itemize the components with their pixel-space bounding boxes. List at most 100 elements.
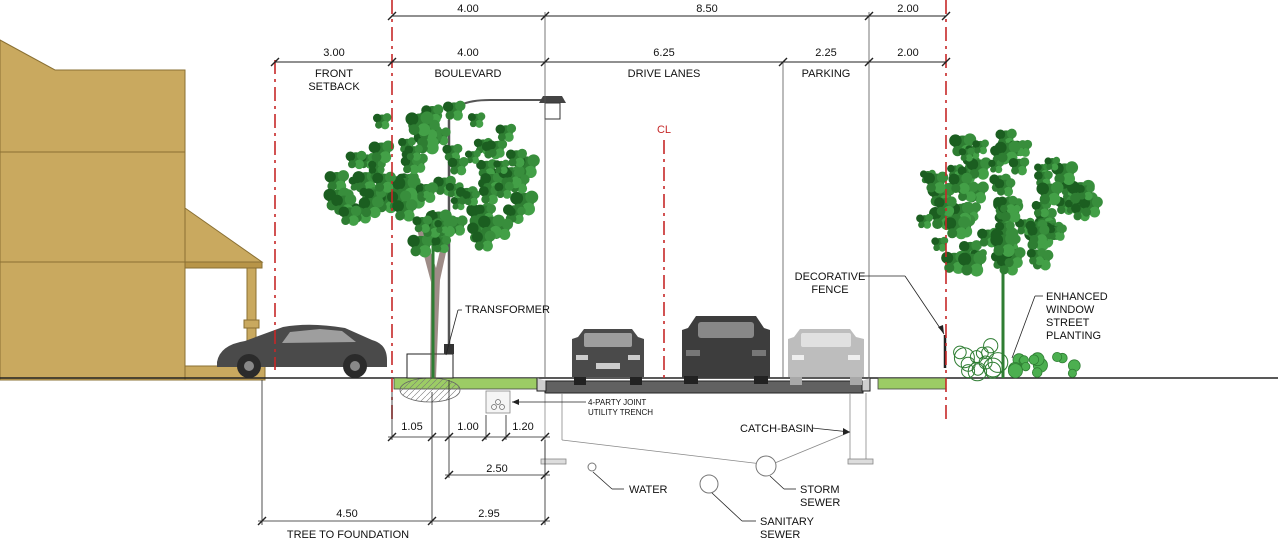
- foliage-cluster: [447, 157, 469, 176]
- foliage-cluster: [434, 219, 451, 234]
- foliage-cluster: [1026, 248, 1047, 266]
- shrub-leaf: [1052, 351, 1063, 362]
- foliage-cluster: [1036, 181, 1064, 206]
- dim-120: 1.20: [512, 421, 533, 433]
- foliage-cluster: [467, 112, 486, 128]
- dim-drive-lanes: 6.25: [653, 47, 674, 59]
- tree-root-ball: [399, 377, 461, 403]
- foliage-cluster: [994, 178, 1016, 197]
- foliage-cluster: [368, 140, 395, 164]
- foliage-cluster: [407, 233, 435, 258]
- water-pipe: [587, 462, 597, 472]
- centerline-label: CL: [657, 124, 671, 136]
- foliage-cluster: [948, 172, 973, 194]
- foliage-cluster: [958, 251, 987, 277]
- boulevard-grass-right: [877, 377, 947, 390]
- dim-295: 2.95: [478, 508, 499, 520]
- planting-label-4: PLANTING: [1046, 330, 1101, 342]
- shrub-leaf: [1067, 368, 1077, 378]
- water-label: WATER: [629, 484, 668, 496]
- sanitary-sewer-label-1: SANITARY: [760, 516, 815, 528]
- foliage-cluster: [1027, 224, 1050, 245]
- dim-top-boulevard: 4.00: [457, 3, 478, 15]
- dim-top-roadway: 8.50: [696, 3, 717, 15]
- roadside-tree: [916, 128, 1103, 378]
- shrub-leaf: [1031, 367, 1043, 378]
- foliage-cluster: [1008, 157, 1030, 176]
- dim-250: 2.50: [486, 463, 507, 475]
- shrub-leaf: [984, 361, 1002, 379]
- zone-label-drive-lanes: DRIVE LANES: [628, 68, 701, 80]
- foliage-cluster: [462, 190, 481, 206]
- callout-arrowheads: [512, 325, 944, 435]
- catch-basin-label: CATCH-BASIN: [740, 423, 814, 435]
- planting-label-2: WINDOW: [1046, 304, 1095, 316]
- zone-boundary-lines: [544, 12, 870, 378]
- shrub-leaf: [969, 350, 984, 364]
- planting-label-3: STREET: [1046, 317, 1090, 329]
- trench-label-2: UTILITY TRENCH: [588, 408, 653, 417]
- foliage-cluster: [372, 113, 392, 130]
- storm-sewer-label-1: STORM: [800, 484, 840, 496]
- foliage-cluster: [431, 235, 452, 254]
- foliage-cluster: [404, 144, 423, 161]
- foliage-cluster: [972, 139, 989, 155]
- dim-edge: 2.00: [897, 47, 918, 59]
- car-side-view: [217, 324, 387, 378]
- shrub-leaf: [1028, 354, 1040, 365]
- foliage-cluster: [442, 100, 466, 121]
- foliage-cluster: [412, 215, 433, 234]
- shrub-leaf: [983, 338, 999, 354]
- planting-label-1: ENHANCED: [1046, 291, 1108, 303]
- car-rear-parked: [788, 329, 864, 385]
- shrub-leaf: [953, 347, 975, 369]
- transformer-label: TRANSFORMER: [465, 304, 550, 316]
- sanitary-sewer-pipe: [699, 474, 719, 494]
- foliage-cluster: [471, 230, 496, 252]
- dim-boulevard: 4.00: [457, 47, 478, 59]
- foliage-cluster: [493, 159, 510, 174]
- shrub-leaf: [961, 364, 976, 379]
- foliage-cluster: [338, 205, 362, 226]
- shrub-leaf: [1007, 363, 1023, 379]
- foliage-cluster: [494, 181, 514, 199]
- fence-label-1: DECORATIVE: [795, 271, 866, 283]
- foliage-cluster: [923, 171, 949, 194]
- foliage-cluster: [495, 123, 517, 142]
- tree-to-foundation-label: TREE TO FOUNDATION: [287, 529, 409, 541]
- property-lines: [274, 0, 947, 420]
- foliage-cluster: [916, 213, 934, 229]
- zone-label-boulevard: BOULEVARD: [434, 68, 501, 80]
- trench-label-1: 4-PARTY JOINT: [588, 398, 646, 407]
- house-illustration: [0, 39, 266, 381]
- foliage-cluster: [958, 147, 975, 162]
- foliage-cluster: [1044, 156, 1061, 171]
- dim-100: 1.00: [457, 421, 478, 433]
- zone-label-front-setback-1: FRONT: [315, 68, 353, 80]
- foliage-cluster: [944, 216, 971, 240]
- car-rear-left: [572, 329, 644, 385]
- foliage-cluster: [505, 148, 528, 168]
- sanitary-sewer-label-2: SEWER: [760, 529, 800, 541]
- foliage-cluster: [345, 150, 367, 170]
- foliage-cluster: [990, 232, 1018, 257]
- road-pavement: [536, 378, 871, 394]
- storm-sewer-pipe: [755, 455, 777, 477]
- storm-sewer-label-2: SEWER: [800, 497, 840, 509]
- fence-label-2: FENCE: [811, 284, 848, 296]
- foliage-cluster: [358, 196, 384, 219]
- bottom-dimension-lines: [257, 380, 550, 526]
- transformer-box: [406, 344, 454, 379]
- dim-top-edge: 2.00: [897, 3, 918, 15]
- foliage-cluster: [486, 139, 508, 158]
- dim-parking: 2.25: [815, 47, 836, 59]
- dim-450: 4.50: [336, 508, 357, 520]
- dim-front-setback: 3.00: [323, 47, 344, 59]
- foliage-cluster: [1079, 196, 1103, 218]
- catch-basin-structure: [540, 393, 874, 466]
- shrub-leaf: [953, 345, 967, 360]
- shrubs: [953, 338, 1081, 382]
- top-dimension-lines: [270, 11, 951, 67]
- shrub-leaf: [987, 352, 1009, 373]
